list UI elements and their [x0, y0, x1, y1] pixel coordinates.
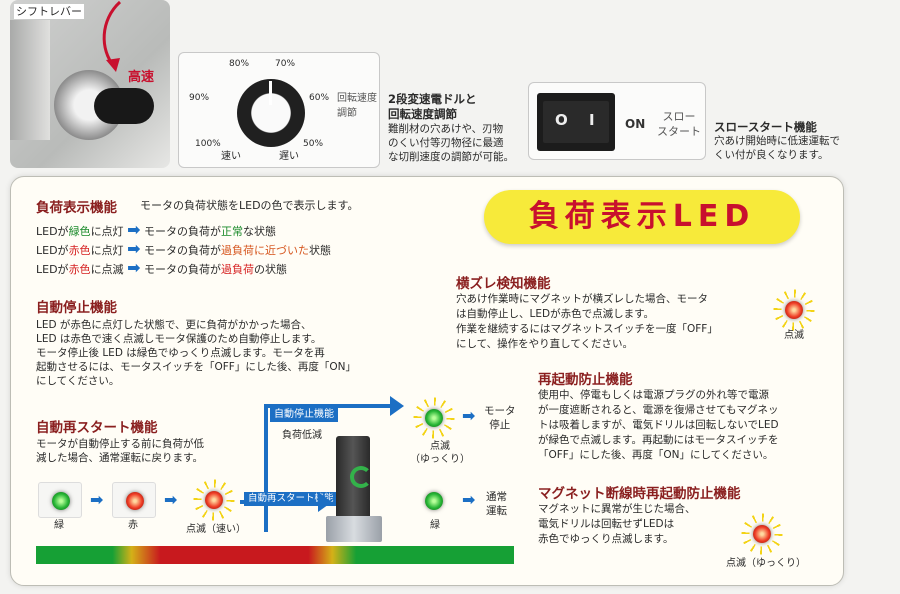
restart-prevent-text: 使用中、停電もしくは電源プラグの外れ等で電源 が一度遮断されると、電源を復帰させ…: [538, 389, 779, 461]
dial-tick-80: 80%: [229, 59, 250, 69]
shift-lever-photo: [10, 0, 170, 168]
magnet-blink-label: 点滅（ゆっくり）: [726, 558, 806, 569]
lever-arm: [94, 88, 154, 124]
arrow-icon: ➡: [164, 490, 178, 509]
shift-blink-label: 点滅: [784, 330, 804, 341]
dial-tick-70: 70%: [275, 59, 296, 69]
led-tile-red: [112, 482, 156, 518]
load-led-badge: 負荷表示LED: [484, 190, 800, 244]
led-red-blink-icon: [205, 491, 223, 509]
speed-text: 難削材の穴あけや、刃物 のくい付等刃物径に最適 な切削速度の調節が可能。: [388, 123, 514, 163]
dial-pointer: [269, 81, 272, 105]
arrow-icon: ➡: [90, 490, 104, 509]
arrow-icon: ➡: [127, 220, 141, 239]
seq-label-green: 緑: [54, 520, 64, 531]
seq-label-red: 赤: [128, 520, 138, 531]
load-line-1: LEDが緑色に点灯 ➡ モータの負荷が正常な状態: [36, 220, 276, 239]
dial-tick-50: 50%: [303, 139, 324, 149]
led-green-normal-icon: [425, 492, 443, 510]
high-speed-label: 高速: [128, 70, 155, 85]
restart-title: 自動再スタート機能: [36, 420, 158, 436]
load-gradient-bar: [36, 546, 514, 564]
dial-tick-90: 90%: [189, 93, 210, 103]
restart-prevent-title: 再起動防止機能: [538, 372, 633, 388]
load-line-3: LEDが赤色に点滅 ➡ モータの負荷が過負荷の状態: [36, 258, 287, 277]
switch-i-label: I: [589, 111, 595, 129]
restart-text: モータが自動停止する前に負荷が低 減した場合、通常運転に戻ります。: [36, 438, 204, 464]
magnet-text: マグネットに異常が生じた場合、 電気ドリルは回転せずLEDは 赤色でゆっくり点滅…: [538, 503, 696, 545]
slow-start-switch-panel: O I ON スロー スタート: [528, 82, 706, 160]
arrow-icon: ➡: [127, 258, 141, 277]
flow-line-top: [264, 404, 394, 408]
dial-side-label: 回転速度 調節: [337, 93, 377, 119]
auto-stop-text: LED が赤色に点灯した状態で、更に負荷がかかった場合、 LED は赤色で速く点…: [36, 319, 356, 387]
flow-normal-label: 通常 運転: [486, 491, 507, 517]
speed-dial-panel: 80% 70% 90% 60% 100% 50% 速い 遅い 回転速度 調節: [178, 52, 380, 168]
dial-tick-100: 100%: [195, 139, 221, 149]
dial-fast: 速い: [221, 151, 241, 162]
led-green-blink-icon: [425, 409, 443, 427]
drill-machine-image: [322, 436, 386, 546]
lever-body: [10, 20, 50, 140]
led-tile-green: [38, 482, 82, 518]
flow-arrow-top: [390, 396, 404, 416]
led-red-shift-icon: [785, 301, 803, 319]
arrow-icon: ➡: [127, 239, 141, 258]
load-title: 負荷表示機能: [36, 200, 117, 216]
flow-auto-restart-label: 自動再スタート機能: [244, 492, 338, 506]
led-red-magnet-icon: [753, 525, 771, 543]
flow-green-label: 緑: [430, 520, 440, 531]
led-red-icon: [126, 492, 144, 510]
switch-o-label: O: [555, 111, 568, 129]
shift-detect-text: 穴あけ作業時にマグネットが横ズレした場合、モータ は自動停止し、LEDが赤色で点…: [456, 293, 718, 350]
flow-auto-stop-label: 自動停止機能: [270, 408, 338, 422]
led-green-icon: [52, 492, 70, 510]
shift-label: シフトレバー: [14, 4, 84, 19]
shift-detect-title: 横ズレ検知機能: [456, 276, 551, 292]
seq-label-blink-fast: 点滅（速い）: [186, 524, 246, 535]
dial-slow: 遅い: [279, 151, 299, 162]
load-subtitle: モータの負荷状態をLEDの色で表示します。: [140, 199, 359, 212]
speed-title: 2段変速電ドルと 回転速度調節: [388, 92, 477, 121]
arrow-icon: ➡: [462, 406, 476, 425]
flow-blink-slow-label: 点滅 （ゆっくり）: [410, 441, 470, 465]
auto-stop-title: 自動停止機能: [36, 300, 117, 316]
arrow-icon: ➡: [462, 490, 476, 509]
rocker-switch[interactable]: O I: [537, 93, 615, 151]
flow-arrow-bottom: [318, 492, 332, 512]
switch-side-label: スロー スタート: [657, 110, 701, 138]
flow-line-vertical: [264, 404, 268, 532]
switch-on-label: ON: [625, 117, 646, 131]
slow-start-title: スロースタート機能: [714, 120, 817, 134]
slow-start-text: 穴あけ開始時に低速運転で くい付が良くなります。: [714, 135, 840, 161]
flow-motor-stop-label: モータ 停止: [484, 405, 516, 431]
magnet-title: マグネット断線時再起動防止機能: [538, 486, 741, 502]
red-arrow-icon: [102, 0, 122, 72]
dial-tick-60: 60%: [309, 93, 330, 103]
flow-load-down-label: 負荷低減: [282, 430, 322, 441]
load-line-2: LEDが赤色に点灯 ➡ モータの負荷が過負荷に近づいた状態: [36, 239, 331, 258]
